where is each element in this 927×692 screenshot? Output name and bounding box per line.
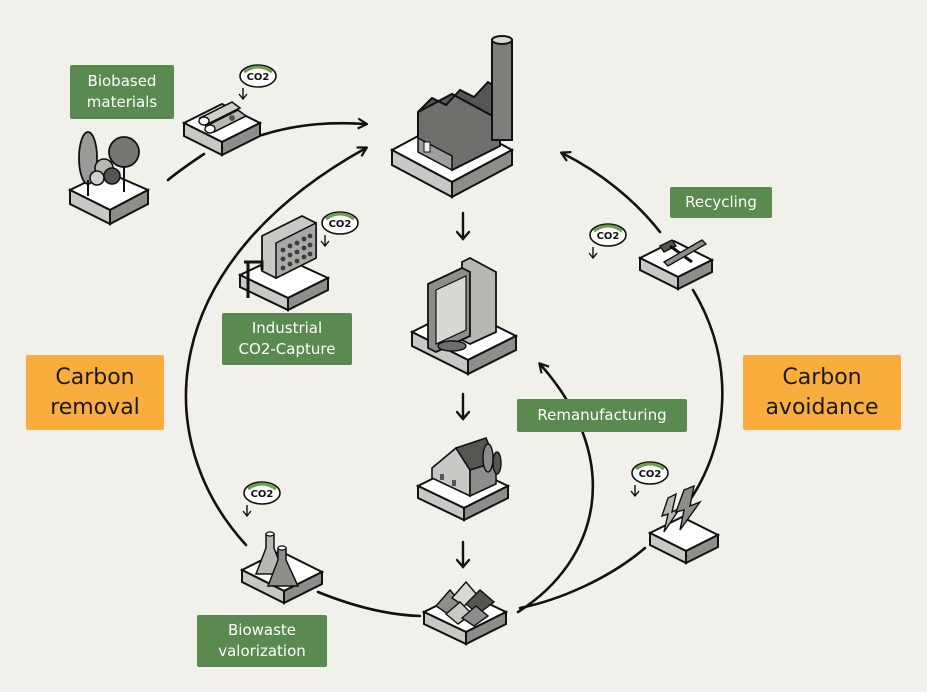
- label-line-1: Industrial: [251, 319, 323, 337]
- logs-icon: [181, 101, 263, 157]
- co2-badge-industrial: CO2: [320, 211, 359, 248]
- label-industrial-co2-capture: Industrial CO2-Capture: [222, 313, 352, 365]
- co2-text: CO2: [251, 489, 274, 500]
- label-remanufacturing: Remanufacturing: [517, 399, 687, 432]
- co2-badge-energy: CO2: [630, 461, 669, 498]
- category-line-1: Carbon: [55, 364, 135, 390]
- co2-text: CO2: [329, 219, 352, 230]
- line-energy-to-recycling: [688, 288, 724, 502]
- label-line-1: Biobased: [87, 72, 157, 90]
- display-icon: [409, 256, 519, 376]
- label-text: Recycling: [685, 193, 757, 211]
- label-biowaste-valorization: Biowaste valorization: [197, 615, 327, 667]
- vertical-arrows: [455, 211, 471, 569]
- scrap-pile-icon: [421, 580, 509, 646]
- co2-text: CO2: [247, 72, 270, 83]
- capture-unit-icon: [237, 214, 331, 312]
- label-line-2: valorization: [218, 642, 306, 660]
- label-line-2: CO2-Capture: [238, 340, 336, 358]
- co2-text: CO2: [597, 231, 620, 242]
- category-line-1: Carbon: [782, 364, 862, 390]
- arrow-down-3: [455, 540, 471, 569]
- tools-icon: [637, 239, 715, 291]
- co2-badge-recycling: CO2: [588, 223, 627, 260]
- category-line-2: avoidance: [765, 394, 879, 420]
- flow-lines: [166, 117, 724, 618]
- category-line-2: removal: [50, 394, 140, 420]
- label-line-2: materials: [86, 93, 158, 111]
- label-biobased-materials: Biobased materials: [70, 65, 174, 119]
- label-line-1: Biowaste: [227, 621, 297, 639]
- arrow-down-2: [455, 392, 471, 421]
- arrow-biobased-to-factory: [260, 117, 369, 137]
- line-energy-to-recycled: [518, 546, 647, 610]
- co2-text: CO2: [639, 469, 662, 480]
- factory-icon: [389, 35, 515, 199]
- forest-icon: [67, 131, 151, 226]
- co2-badge-biobased: CO2: [238, 64, 277, 101]
- flasks-icon: [239, 531, 325, 605]
- label-recycling: Recycling: [670, 187, 772, 218]
- category-carbon-removal: Carbon removal: [26, 355, 164, 430]
- label-text: Remanufacturing: [537, 406, 667, 424]
- house-icon: [415, 437, 511, 522]
- line-tree-to-biobased: [166, 152, 206, 182]
- line-biowaste-to-recycled: [316, 590, 422, 618]
- co2-badge-biowaste: CO2: [242, 481, 281, 518]
- energy-icon: [647, 484, 721, 565]
- category-carbon-avoidance: Carbon avoidance: [743, 355, 901, 430]
- arrow-left-arc-to-factory: [184, 146, 368, 547]
- arrow-recycling-to-factory: [560, 151, 662, 234]
- arrow-down-1: [455, 211, 471, 241]
